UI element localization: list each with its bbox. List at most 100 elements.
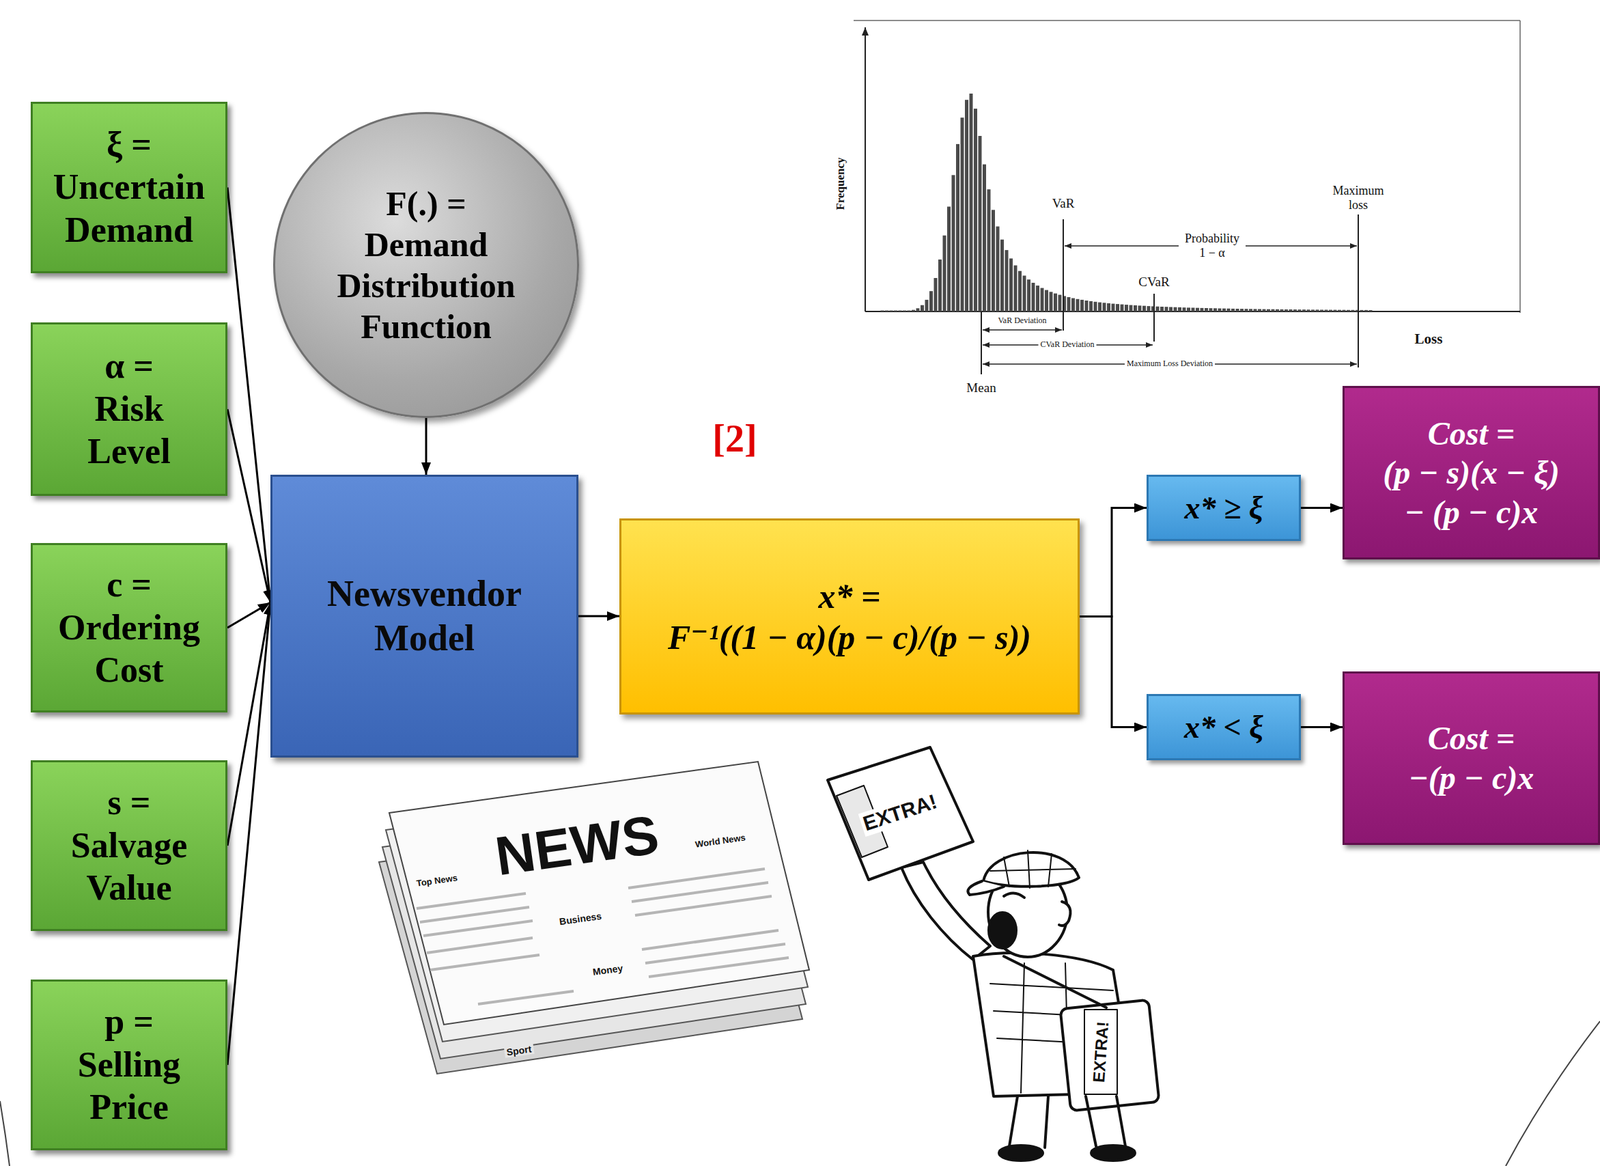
max-loss-line (1357, 214, 1359, 368)
node-content: Newsvendor Model (318, 571, 531, 661)
histogram-bar (925, 299, 929, 312)
histogram-bar (960, 117, 965, 312)
node-text: α = Risk Level (73, 344, 186, 473)
chart-label: CVaR (1138, 274, 1170, 290)
var-line (1062, 219, 1064, 331)
cost-box: Cost =−(p − c)x (1342, 671, 1600, 845)
histogram-bar (973, 108, 978, 312)
histogram-bar (1093, 301, 1098, 312)
histogram-bar (1186, 307, 1191, 312)
raised-arm (901, 861, 991, 960)
histogram-bar (1333, 310, 1338, 312)
flow-arrow (578, 615, 620, 618)
histogram-bar (1253, 308, 1258, 312)
axis-title: Frequency (833, 157, 848, 210)
histogram-bar (1320, 310, 1324, 313)
node-text: x* ≥ ξ (1184, 488, 1264, 527)
histogram-bar (1315, 309, 1320, 312)
histogram-bar (1218, 308, 1222, 313)
node-content: Cost =(p − s)(x − ξ) − (p − c)x (1377, 413, 1566, 532)
flow-arrow (1079, 508, 1147, 617)
histogram-bar (1307, 309, 1311, 312)
histogram-bar (1169, 307, 1173, 313)
histogram-bar (1106, 303, 1111, 312)
condition-box: x* < ξ (1146, 693, 1301, 761)
histogram-bar (938, 259, 942, 312)
histogram-bar (1133, 305, 1138, 312)
print-line (635, 895, 772, 916)
histogram-bar (1009, 258, 1013, 312)
probability-arrow (1064, 245, 1179, 247)
histogram (880, 93, 1373, 312)
histogram-bar (1035, 285, 1040, 312)
histogram-bar (1195, 307, 1200, 312)
histogram-bar (982, 164, 987, 312)
histogram-bar (1022, 275, 1027, 313)
histogram-bar (1209, 307, 1213, 312)
citation-number: [2] (712, 416, 757, 461)
flow-arrow (425, 417, 428, 475)
histogram-bar (1147, 305, 1151, 312)
node-text: Cost = (1427, 413, 1515, 454)
histogram-bar (1328, 310, 1333, 312)
chart-label: Maximum loss (1326, 183, 1392, 212)
node-text: F⁻¹((1 − α)(p − c)/(p − s)) (667, 616, 1032, 658)
node-text: F(.) = Demand Distribution Function (329, 183, 524, 347)
histogram-bar (1067, 297, 1071, 312)
histogram-bar (1142, 305, 1146, 312)
histogram-bar (987, 189, 991, 312)
histogram-bar (1124, 304, 1129, 312)
chart-label: CVaR Deviation (1038, 340, 1097, 350)
print-line (416, 893, 526, 909)
histogram-bar (1284, 309, 1288, 312)
histogram-bar (991, 209, 995, 312)
flow-arrow (1300, 725, 1343, 728)
histogram-bar (1346, 310, 1351, 312)
histogram-bar (1266, 309, 1271, 312)
histogram-bar (1293, 309, 1297, 312)
print-line (423, 920, 533, 936)
jacket (973, 952, 1134, 1097)
open-mouth (988, 912, 1017, 948)
histogram-bar (1191, 307, 1196, 313)
histogram-bar (1058, 295, 1062, 312)
news-bag (1060, 999, 1160, 1112)
histogram-bar (1080, 299, 1084, 312)
node-content: F(.) = Demand Distribution Function (329, 183, 524, 347)
node-text: c = Ordering Cost (45, 563, 214, 692)
histogram-bar (1049, 291, 1054, 312)
histogram-bar (893, 310, 898, 313)
formula-box: x* =F⁻¹((1 − α)(p − c)/(p − s)) (619, 518, 1080, 715)
node-text: s = Salvage Value (52, 781, 207, 909)
histogram-bar (911, 310, 916, 312)
newspaper-text: Money (590, 962, 626, 978)
histogram-bar (1240, 308, 1244, 312)
parameter-box: s = Salvage Value (30, 760, 228, 931)
histogram-bar (1014, 265, 1018, 313)
cvar-line (1153, 293, 1155, 342)
risk-chart (853, 20, 1521, 375)
histogram-bar (1369, 310, 1373, 312)
flow-arrow (227, 602, 271, 1065)
histogram-bar (1248, 308, 1253, 312)
histogram-bar (1115, 303, 1120, 312)
flow-arrow (1300, 506, 1343, 509)
histogram-bar (920, 305, 924, 312)
slide-border-curve (0, 1100, 10, 1166)
histogram-bar (1156, 306, 1160, 312)
parameter-box: c = Ordering Cost (30, 542, 228, 713)
histogram-bar (916, 307, 920, 312)
node-content: p = Selling Price (55, 1000, 203, 1129)
chart-axis (864, 27, 866, 312)
histogram-bar (1257, 309, 1262, 313)
histogram-bar (943, 235, 947, 312)
histogram-bar (1177, 307, 1182, 312)
histogram-bar (1311, 309, 1315, 312)
chart-label: Mean (966, 380, 996, 396)
parameter-box: p = Selling Price (30, 979, 228, 1150)
flow-arrow (227, 602, 271, 628)
legs (1009, 1096, 1126, 1148)
histogram-bar (1102, 302, 1107, 312)
histogram-bar (1031, 282, 1036, 312)
